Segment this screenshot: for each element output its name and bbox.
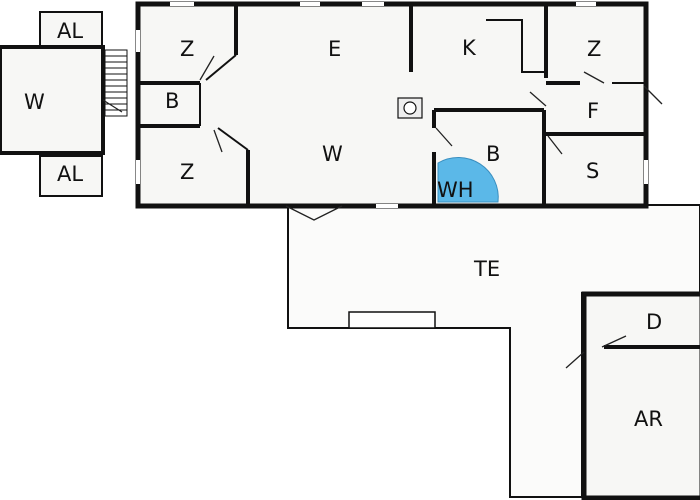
hot-tub-icon [437,156,499,203]
room-label-b-left: B [165,89,179,113]
thin-walls [199,19,644,151]
storage-wing [581,291,700,500]
annex-alcove-bottom [39,155,103,197]
room-label-ar: AR [634,407,663,431]
room-label-te: TE [473,257,500,281]
main-house-outline [135,1,649,209]
room-label-b-center: B [486,142,500,166]
annex-door-swing [102,99,123,113]
room-label-k: K [462,36,477,60]
room-label-al-top: AL [57,19,83,43]
room-label-f: F [587,99,599,123]
room-label-z-top-left: Z [180,37,194,61]
windows [136,2,648,208]
storage-door-swings [565,335,627,369]
room-label-w-main: W [322,142,343,166]
room-label-w-annex: W [24,90,45,114]
room-label-wh: WH [437,178,474,202]
room-label-e: E [328,37,341,61]
round-fixture-icon [397,97,423,119]
room-label-z-bottom-left: Z [180,160,194,184]
room-label-al-bottom: AL [57,162,83,186]
annex-stairs [104,49,128,117]
room-label-s: S [586,159,599,183]
door-swings [199,55,663,221]
room-label-z-top-right: Z [587,37,601,61]
terrace-step [348,311,436,329]
annex-room [0,45,105,155]
interior-walls [140,6,644,204]
room-label-d: D [646,310,662,334]
